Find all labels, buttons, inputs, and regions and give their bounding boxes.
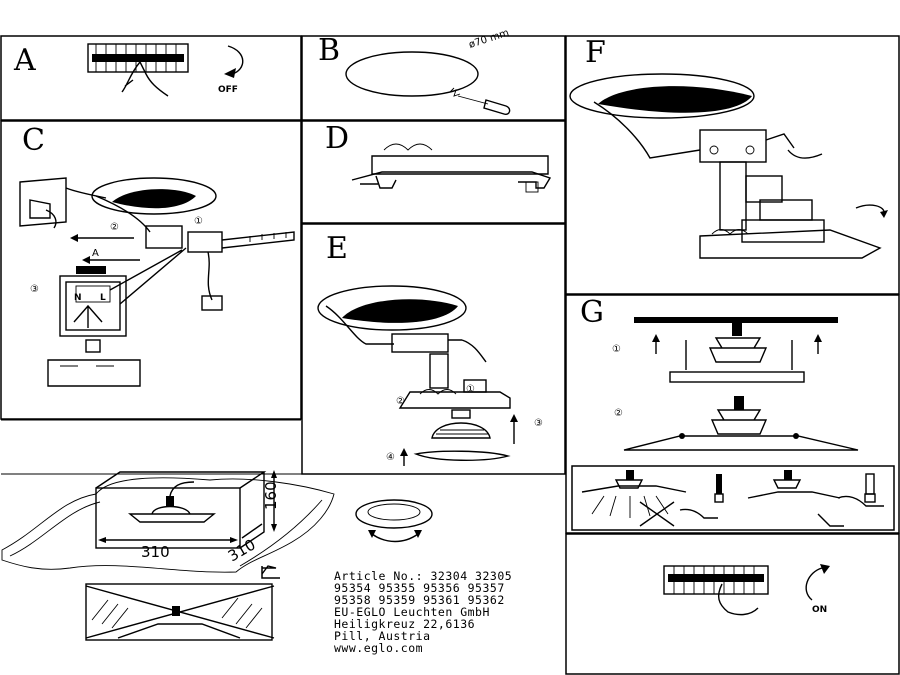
hole-diameter-label: ø70 mm xyxy=(468,28,511,51)
step-2-marker: ② xyxy=(110,222,119,233)
wire-l-label: L xyxy=(100,293,106,303)
step-3-marker: ③ xyxy=(534,418,543,429)
lamp-base-icon xyxy=(47,339,141,387)
ceiling-hole-icon xyxy=(91,177,217,215)
info-line-3: 95358 95359 95361 95362 xyxy=(334,593,505,607)
info-line-6: Pill, Austria xyxy=(334,629,431,643)
step-2-marker: ② xyxy=(396,396,405,407)
info-line-4: EU-EGLO Leuchten GmbH xyxy=(334,605,490,619)
arrows-icon xyxy=(400,414,518,466)
terminal-block-icon xyxy=(59,266,127,337)
ceiling-hole-icon xyxy=(345,51,479,97)
fixture-assembly-icon xyxy=(325,305,511,461)
breaker-strip-icon xyxy=(663,565,769,616)
rotate-off-icon xyxy=(224,45,244,78)
step-3-marker: ③ xyxy=(30,284,39,295)
saw-icon xyxy=(449,87,511,116)
info-line-5: Heiligkreuz 22,6136 xyxy=(334,617,475,631)
panel-d-label: D xyxy=(325,121,349,156)
lamp-adjust-icon xyxy=(571,465,895,531)
article-info: Article No.: 32304 32305 95354 95355 953… xyxy=(334,569,512,655)
arrows-icon xyxy=(70,234,187,305)
downlight-in-box-icon xyxy=(128,481,216,523)
info-line-1: Article No.: 32304 32305 xyxy=(334,569,512,583)
panel-b-label: B xyxy=(318,33,340,68)
panel-on: ON xyxy=(565,533,900,675)
step-1-marker: ① xyxy=(466,384,475,395)
panel-d: D xyxy=(301,120,566,224)
panel-c: C ① ② ③ A xyxy=(0,120,302,420)
info-line-2: 95354 95355 95356 95357 xyxy=(334,581,505,595)
trim-ring-icon xyxy=(355,499,433,543)
panel-e-label: E xyxy=(326,231,348,266)
panel-e: E ② ① ③ ④ xyxy=(301,223,566,475)
lamp-holder-icon xyxy=(652,322,822,383)
ceiling-hole-icon xyxy=(317,285,467,331)
rotate-on-icon xyxy=(805,564,830,601)
on-label: ON xyxy=(812,605,827,615)
step-1-marker: ① xyxy=(612,344,621,355)
panel-a-label: A xyxy=(13,43,36,78)
arrow-a-marker: A xyxy=(92,248,99,259)
height-dimension: 160 xyxy=(262,481,280,510)
panel-c-label: C xyxy=(22,123,45,158)
spring-clip-fixture-icon xyxy=(593,101,882,259)
connector-icon xyxy=(95,195,295,311)
panel-f: F xyxy=(565,35,900,295)
installed-lamp-icon xyxy=(623,396,859,451)
step-4-marker: ④ xyxy=(386,452,395,463)
panel-b: B ø70 mm xyxy=(301,28,566,121)
mounting-frame-icon xyxy=(351,143,552,193)
rotate-arrow-icon xyxy=(855,204,888,218)
frame-lines xyxy=(1,419,565,475)
width-dimension: 310 xyxy=(141,543,170,561)
junction-box-icon xyxy=(19,177,107,229)
panel-g-label: G xyxy=(580,295,604,330)
step-1-marker: ① xyxy=(194,216,203,227)
info-line-7: www.eglo.com xyxy=(334,641,423,655)
panel-g: G ① ② xyxy=(565,294,900,534)
panel-f-label: F xyxy=(585,35,606,70)
step-2-marker: ② xyxy=(614,408,623,419)
wire-n-label: N xyxy=(74,293,82,303)
space-requirement-drawing: 310 310 160 xyxy=(1,470,335,641)
breaker-strip-icon xyxy=(87,43,189,97)
panel-a: A OFF xyxy=(0,35,302,121)
off-label: OFF xyxy=(218,85,238,95)
ceiling-hole-icon xyxy=(569,73,755,119)
